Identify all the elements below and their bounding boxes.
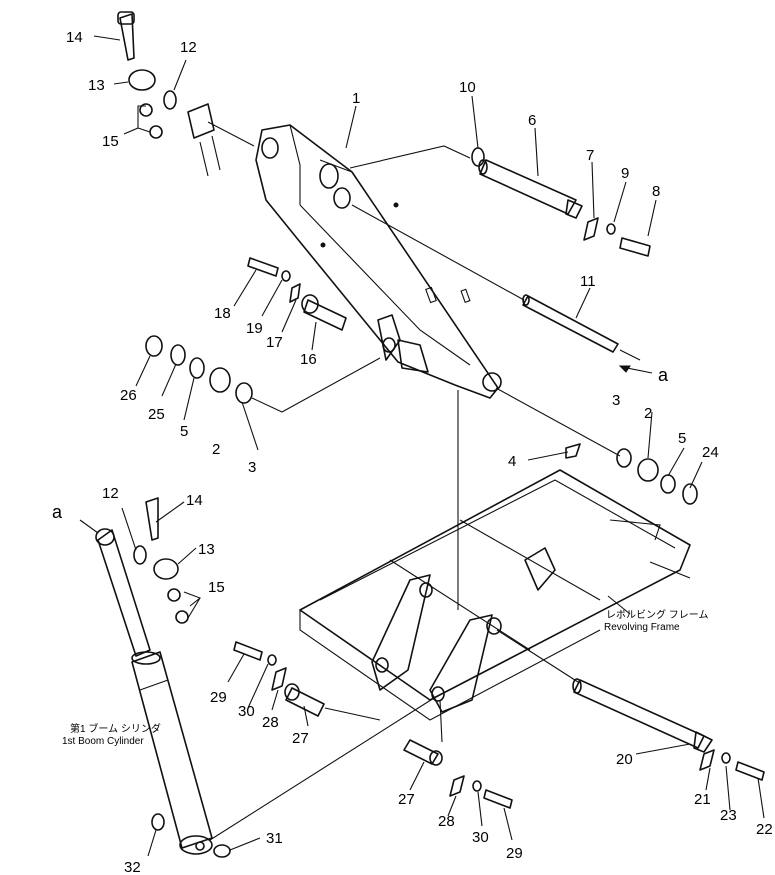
callout-20: 20 [616,751,633,768]
boom-cylinder-jp-label: 第1 ブーム シリンダ [70,722,161,735]
callout-2-left: 2 [212,441,220,458]
callout-14-top: 14 [66,29,83,46]
boom-cylinder-en-label: 1st Boom Cylinder [62,736,144,747]
callout-13-top: 13 [88,77,105,94]
callout-28-left: 28 [262,714,279,731]
callout-12-mid: 12 [102,485,119,502]
boom-cylinder [95,528,213,855]
pin-27-left [284,683,325,717]
callout-10: 10 [459,79,476,96]
revolving-frame [299,469,691,721]
callout-19: 19 [246,320,263,337]
boom-assembly [255,124,502,399]
callout-9: 9 [621,165,629,182]
callout-22: 22 [756,821,773,838]
bushings-right [616,448,698,505]
revolving-frame-jp-label: レボルビング フレーム [606,608,708,621]
fittings-frame-pins [151,641,765,858]
callout-25: 25 [148,406,165,423]
callout-17: 17 [266,334,283,351]
callout-29-right: 29 [506,845,523,862]
callout-12-top: 12 [180,39,197,56]
callout-32: 32 [124,859,141,875]
callout-leaders [93,35,765,857]
callout-26: 26 [120,387,137,404]
callout-3-left: 3 [248,459,256,476]
assembly-lines [79,121,641,841]
fittings-top [117,11,651,257]
callout-3: 3 [612,392,620,409]
callout-21: 21 [694,791,711,808]
callout-2: 2 [644,405,652,422]
callout-1: 1 [352,90,360,107]
callout-5: 5 [678,430,686,447]
callout-18: 18 [214,305,231,322]
callout-5-left: 5 [180,423,188,440]
callout-15-mid: 15 [208,579,225,596]
callout-27-right: 27 [398,791,415,808]
bushings-left [145,335,253,404]
callout-labels: 1 2 3 5 24 4 10 6 7 9 8 11 12 14 13 15 1… [66,29,773,875]
pin-6 [478,159,583,219]
callout-24: 24 [702,444,719,461]
callout-14-mid: 14 [186,492,203,509]
callout-30-right: 30 [472,829,489,846]
callout-23: 23 [720,807,737,824]
fittings-cylinder-head [133,497,189,624]
callout-16: 16 [300,351,317,368]
pin-16 [301,294,347,331]
callout-6: 6 [528,112,536,129]
callout-7: 7 [586,147,594,164]
pin-20 [572,678,713,753]
captions: レボルビング フレーム Revolving Frame 第1 ブーム シリンダ … [62,608,708,747]
callout-11: 11 [580,273,596,290]
callout-29-left: 29 [210,689,227,706]
ref-a-right: a [658,365,669,385]
callout-28-right: 28 [438,813,455,830]
pin-27-right [403,739,443,766]
ref-a-left: a [52,502,63,522]
callout-4: 4 [508,453,516,470]
fittings-middle [247,257,581,459]
callout-13-mid: 13 [198,541,215,558]
callout-27-left: 27 [292,730,309,747]
callout-30-left: 30 [238,703,255,720]
revolving-frame-en-label: Revolving Frame [604,622,680,633]
callout-8: 8 [652,183,660,200]
callout-31: 31 [266,830,283,847]
callout-15-top: 15 [102,133,119,150]
pin-11 [522,294,619,353]
reference-a-marks: a a [52,365,669,522]
